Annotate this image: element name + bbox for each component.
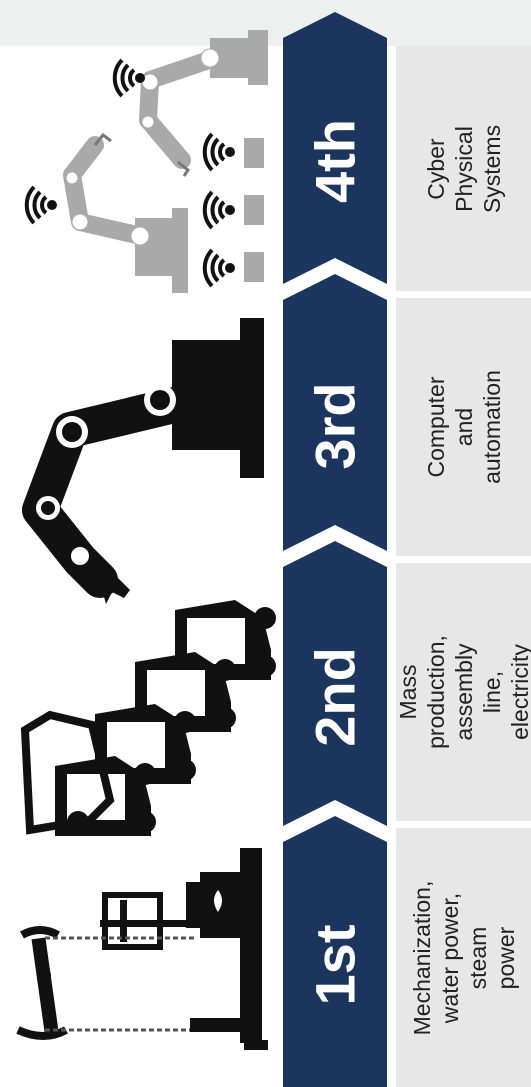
robot-arm-icon [22, 318, 264, 604]
assembly-line-cars-icon [20, 600, 276, 836]
era-label: 1st [303, 924, 367, 1005]
era-1st: 1st [283, 842, 387, 1087]
description-4th: Cyber Physical Systems [396, 46, 531, 291]
description-text: Mechanization, water power, steam power [408, 880, 519, 1035]
description-3rd: Computer and automation [396, 298, 531, 556]
connected-robots-icon [63, 30, 268, 293]
era-label: 3rd [303, 381, 367, 470]
era-label: 4th [303, 119, 367, 203]
illustrations [16, 30, 276, 1050]
description-column: Mechanization, water power, steam power … [394, 0, 531, 1087]
chevron-3rd [283, 274, 387, 551]
era-2nd: 2nd [283, 567, 387, 826]
era-label: 2nd [303, 646, 367, 747]
description-2nd: Mass production, assembly line, electric… [394, 563, 531, 821]
era-4th: 4th [283, 38, 387, 284]
wifi-signal-icons [24, 58, 235, 288]
chevron-1st [283, 816, 387, 1087]
description-text: Computer and automation [422, 370, 505, 484]
steam-engine-icon [16, 848, 268, 1050]
chevron-4th [283, 12, 387, 284]
description-1st: Mechanization, water power, steam power [396, 828, 531, 1087]
era-3rd: 3rd [283, 300, 387, 551]
description-text: Mass production, assembly line, electric… [394, 635, 531, 749]
description-text: Cyber Physical Systems [422, 124, 505, 213]
chevron-2nd [283, 541, 387, 826]
